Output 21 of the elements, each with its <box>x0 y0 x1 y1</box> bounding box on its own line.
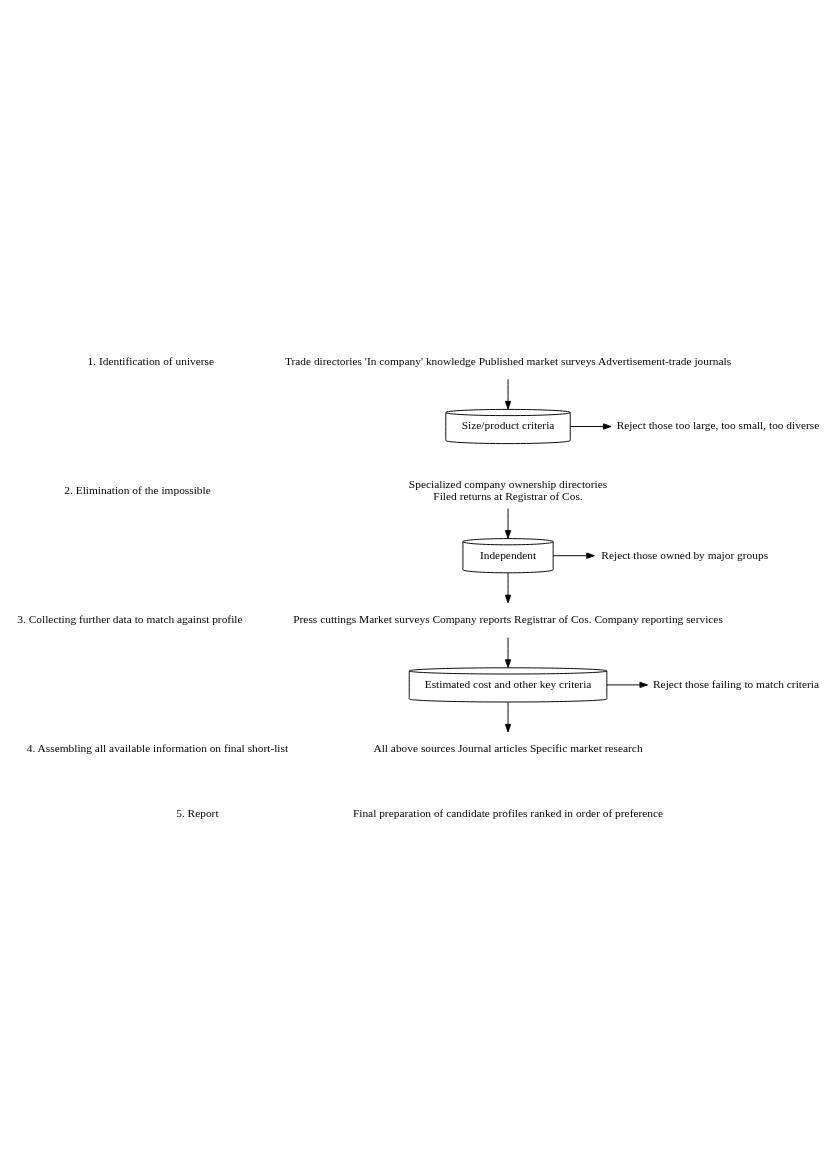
node-text: Reject those failing to match criteria <box>653 677 820 690</box>
arrow <box>569 422 612 430</box>
node-text: Specialized company ownership directories Filed returns at Registrar of Cos. <box>408 477 608 502</box>
arrow <box>606 681 648 688</box>
node-text: Trade directories 'In company' knowledge Published market surveys Advertisement-trade journals <box>284 354 732 367</box>
label: 2. Elimination of the impossible <box>64 483 211 496</box>
label: 3. Collecting further data to match against profile <box>17 612 243 625</box>
arrow <box>504 507 512 539</box>
node-text: All above sources Journal articles Specific market research <box>373 741 643 754</box>
label: 4. Assembling all available information on final short-list <box>26 741 289 754</box>
node-text: Reject those owned by major groups <box>601 548 769 561</box>
node-text: Reject those too large, too small, too diverse <box>616 418 820 431</box>
arrow <box>504 572 512 603</box>
arrow <box>504 701 512 732</box>
node-text: Press cuttings Market surveys Company reports Registrar of Cos. Company reporting services <box>293 612 723 625</box>
arrow <box>552 552 595 559</box>
arrow <box>504 378 512 409</box>
label: 5. Report <box>176 806 219 819</box>
arrow <box>504 636 512 668</box>
label: 1. Identification of universe <box>87 354 215 367</box>
label: Final preparation of candidate profiles ranked in order of preference <box>352 806 664 819</box>
